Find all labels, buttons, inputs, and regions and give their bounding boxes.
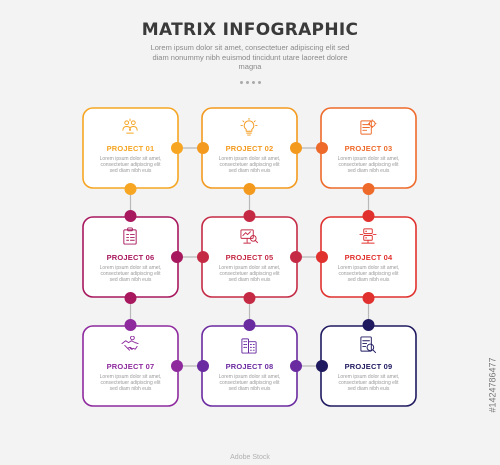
watermark: Adobe Stock	[230, 454, 270, 461]
connector-dot	[171, 142, 183, 154]
project-description: Lorem ipsum dolor sit amet, consectetuer…	[218, 265, 281, 284]
connector-dot	[316, 360, 328, 372]
project-title: PROJECT 06	[106, 253, 155, 262]
connector-vertical	[243, 183, 256, 222]
connector-horizontal	[290, 360, 328, 372]
connector-dot	[316, 142, 328, 154]
connector-dot	[362, 183, 375, 195]
project-card-04[interactable]: PROJECT 04 Lorem ipsum dolor sit amet, co…	[321, 217, 416, 297]
project-card-03[interactable]: PROJECT 03 Lorem ipsum dolor sit amet, co…	[321, 108, 416, 188]
server-network-icon	[359, 228, 377, 244]
connector-vertical	[124, 292, 137, 331]
connector-vertical	[362, 183, 375, 222]
project-description: Lorem ipsum dolor sit amet, consectetuer…	[337, 374, 400, 393]
connector-dot	[124, 292, 137, 304]
connector-dot	[243, 183, 256, 195]
project-description: Lorem ipsum dolor sit amet, consectetuer…	[337, 265, 400, 284]
project-card-06[interactable]: PROJECT 06 Lorem ipsum dolor sit amet, co…	[83, 217, 178, 297]
clipboard-icon	[123, 227, 137, 245]
connector-dot	[124, 210, 137, 222]
connector-dot	[362, 319, 375, 331]
project-card-02[interactable]: PROJECT 02 Lorem ipsum dolor sit amet, co…	[202, 108, 297, 188]
connector-dot	[243, 319, 256, 331]
divider-dots	[0, 71, 500, 89]
project-title: PROJECT 08	[225, 362, 274, 371]
connector-vertical	[362, 292, 375, 331]
connector-dot	[362, 292, 375, 304]
project-description: Lorem ipsum dolor sit amet, consectetuer…	[218, 156, 281, 175]
project-description: Lorem ipsum dolor sit amet, consectetuer…	[99, 156, 162, 175]
lightbulb-icon	[240, 118, 258, 136]
project-card-09[interactable]: PROJECT 09 Lorem ipsum dolor sit amet, co…	[321, 326, 416, 406]
connector-dot	[243, 210, 256, 222]
connector-dot	[124, 319, 137, 331]
connector-dot	[197, 360, 209, 372]
project-card-01[interactable]: PROJECT 01 Lorem ipsum dolor sit amet, co…	[83, 108, 178, 188]
connector-dot	[243, 292, 256, 304]
connector-dot	[290, 360, 302, 372]
connector-horizontal	[171, 251, 209, 263]
project-description: Lorem ipsum dolor sit amet, consectetuer…	[218, 374, 281, 393]
document-magnifier-icon	[360, 336, 377, 354]
connector-horizontal	[290, 251, 328, 263]
project-description: Lorem ipsum dolor sit amet, consectetuer…	[99, 374, 162, 393]
connector-dot	[197, 142, 209, 154]
connector-vertical	[243, 292, 256, 331]
connector-dot	[171, 360, 183, 372]
project-title: PROJECT 01	[106, 144, 155, 153]
project-title: PROJECT 09	[344, 362, 393, 371]
project-description: Lorem ipsum dolor sit amet, consectetuer…	[337, 156, 400, 175]
project-title: PROJECT 02	[225, 144, 274, 153]
connector-horizontal	[290, 142, 328, 154]
project-card-08[interactable]: PROJECT 08 Lorem ipsum dolor sit amet, co…	[202, 326, 297, 406]
connector-horizontal	[171, 142, 209, 154]
connector-dot	[290, 251, 302, 263]
connector-horizontal	[171, 360, 209, 372]
document-settings-icon	[360, 119, 377, 135]
building-icon	[241, 338, 257, 354]
stock-id: #1424786477	[487, 357, 498, 413]
presentation-search-icon	[240, 229, 258, 244]
project-title: PROJECT 04	[344, 253, 393, 262]
project-title: PROJECT 03	[344, 144, 393, 153]
connector-vertical	[124, 183, 137, 222]
connector-dot	[197, 251, 209, 263]
connector-dot	[316, 251, 328, 263]
handshake-icon	[121, 336, 139, 351]
connector-dot	[290, 142, 302, 154]
project-title: PROJECT 05	[225, 253, 274, 262]
project-title: PROJECT 07	[106, 362, 155, 371]
project-description: Lorem ipsum dolor sit amet, consectetuer…	[99, 265, 162, 284]
project-card-07[interactable]: PROJECT 07 Lorem ipsum dolor sit amet, co…	[83, 326, 178, 406]
page-subtitle: Lorem ipsum dolor sit amet, consectetuer…	[150, 43, 350, 71]
connector-dot	[124, 183, 137, 195]
connector-dot	[362, 210, 375, 222]
project-card-05[interactable]: PROJECT 05 Lorem ipsum dolor sit amet, co…	[202, 217, 297, 297]
lightbulb-people-icon	[122, 118, 138, 134]
page-title: MATRIX INFOGRAPHIC	[141, 20, 359, 40]
connector-dot	[171, 251, 183, 263]
